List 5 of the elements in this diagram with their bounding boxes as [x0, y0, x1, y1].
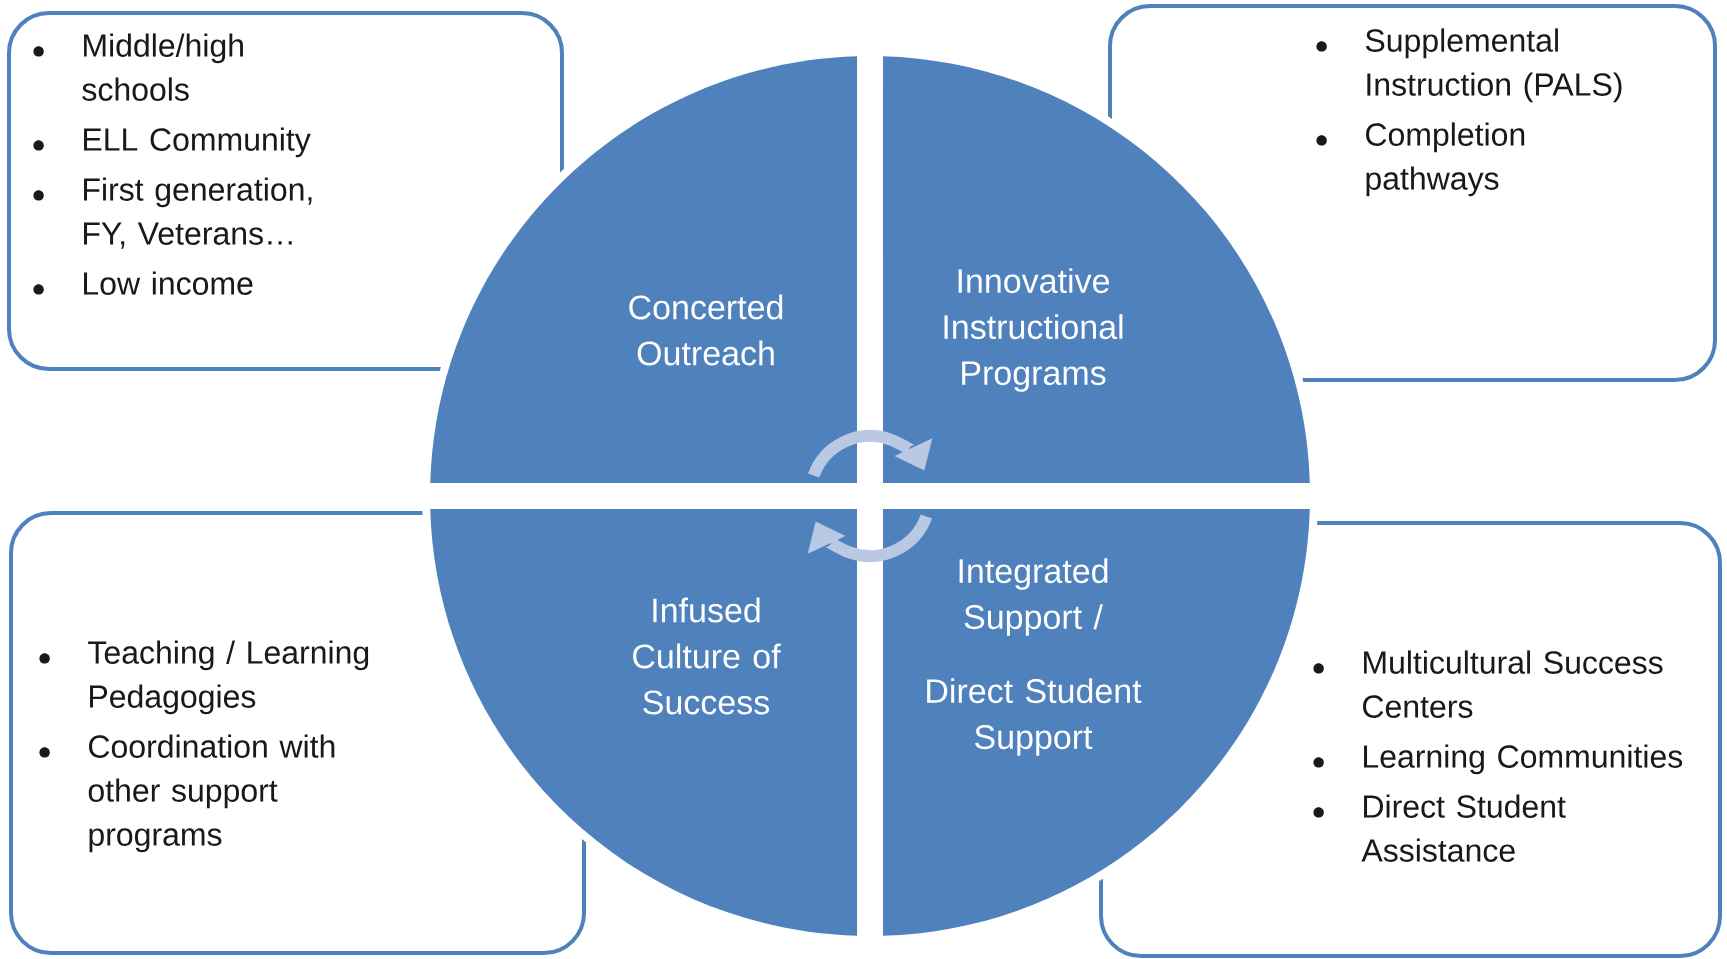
quadrant-segment: Concerted Outreach	[430, 56, 858, 484]
quadrant-segment: Integrated Support / Direct Student Support	[883, 509, 1310, 936]
quadrant-segment: Infused Culture of Success	[430, 509, 858, 936]
bullet-box: Middle/high schools ELL Community First generation, FY, Veterans… Low income	[7, 11, 564, 371]
quadrant-segment: Innovative Instructional Programs	[883, 56, 1310, 484]
